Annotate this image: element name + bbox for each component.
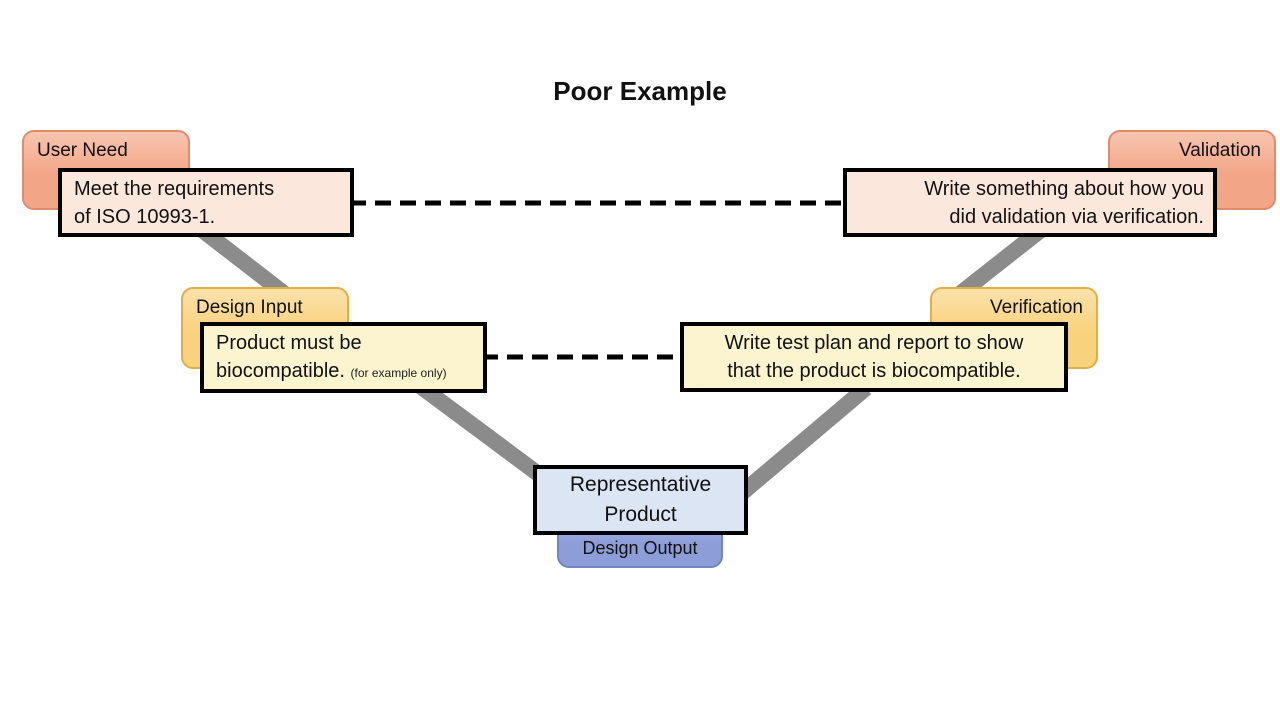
box-rep-product-line2: Product <box>604 503 677 526</box>
tab-design-input-label: Design Input <box>196 297 303 318</box>
box-rep-product-line1: Representative <box>569 473 712 496</box>
box-validation-line1: Write something about how you <box>924 177 1204 200</box>
box-verification-line2: that the product is biocompatible. <box>727 360 1021 382</box>
box-user-need-line2: of ISO 10993-1. <box>74 205 216 228</box>
tab-validation-label: Validation <box>1178 140 1261 161</box>
box-verification-line1: Write test plan and report to show <box>724 332 1024 354</box>
box-user-need-requirement: Meet the requirements of ISO 10993-1. <box>58 168 354 237</box>
box-design-input-note: (for example only) <box>350 365 447 380</box>
connector-user-need-to-design-input <box>192 219 295 305</box>
box-user-need-line1: Meet the requirements <box>74 177 275 200</box>
tab-user-need-label: User Need <box>37 140 128 161</box>
box-validation-line2: did validation via verification. <box>949 205 1204 228</box>
box-verification-statement: Write test plan and report to show that … <box>680 322 1068 392</box>
page-title: Poor Example <box>553 76 727 106</box>
tab-design-output-label: Design Output <box>582 538 698 558</box>
box-design-input-line2: biocompatible. <box>216 359 345 382</box>
tab-verification-label: Verification <box>990 297 1083 318</box>
box-validation-statement: Write something about how you did valida… <box>843 168 1217 237</box>
box-design-input-requirement: Product must be biocompatible. (for exam… <box>200 322 487 393</box>
connector-design-output-to-verification <box>730 381 872 505</box>
box-design-input-line1: Product must be <box>216 331 362 354</box>
box-representative-product: Representative Product <box>533 465 748 535</box>
